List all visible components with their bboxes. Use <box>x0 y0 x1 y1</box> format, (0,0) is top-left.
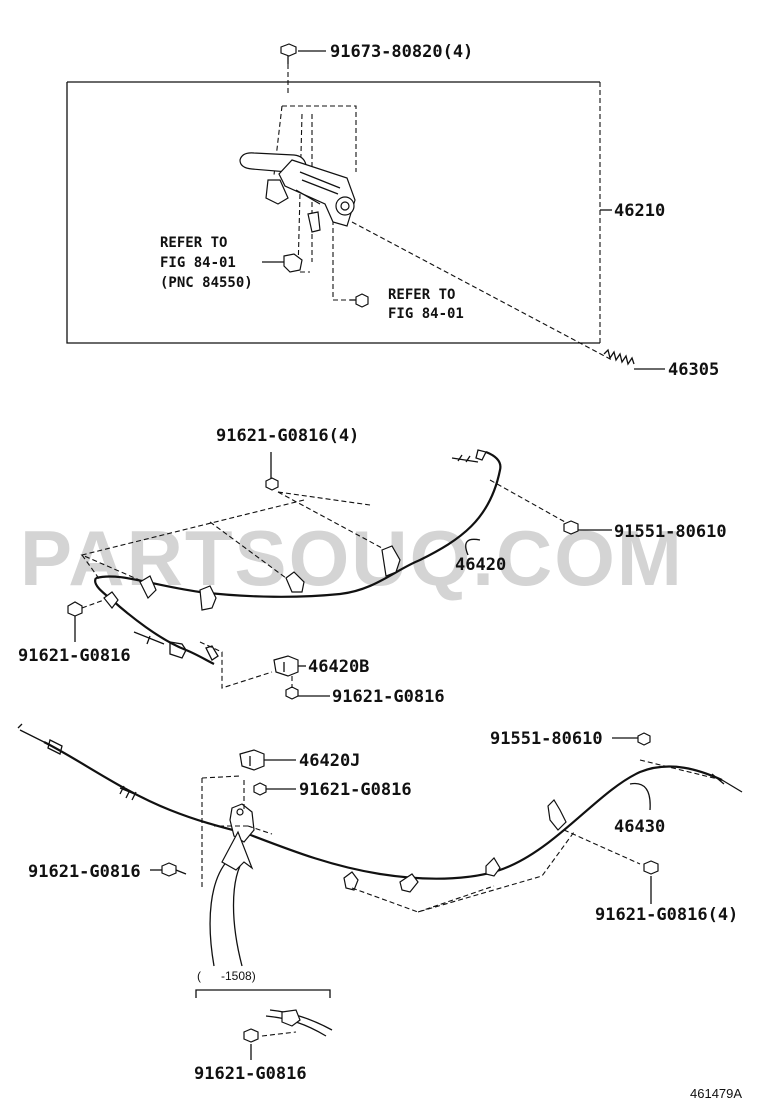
label-refer-to-1: REFER TO <box>160 235 227 251</box>
label-fig-2: FIG 84-01 <box>388 306 464 322</box>
label-91621-d: 91621-G0816 <box>299 780 412 800</box>
label-91551-a: 91551-80610 <box>614 522 727 542</box>
cable-46420-icon[interactable] <box>94 449 502 665</box>
label-91621-e: 91621-G0816 <box>28 862 141 882</box>
label-91621-b: 91621-G0816 <box>18 646 131 666</box>
inset-bracket-icon <box>281 1009 301 1027</box>
bolt-91621-c-icon[interactable] <box>285 686 299 700</box>
bolt-91621-f-icon[interactable] <box>643 860 659 875</box>
inset-detail <box>195 989 333 1060</box>
label-91621-f: 91621-G0816(4) <box>595 905 738 925</box>
label-91673: 91673-80820(4) <box>330 42 473 62</box>
bolt-91551-a-icon[interactable] <box>563 520 579 535</box>
label-91621-c: 91621-G0816 <box>332 687 445 707</box>
lever-dash-spring <box>351 221 613 361</box>
bolt-refer-2-icon <box>355 293 369 308</box>
figure-id: 461479A <box>690 1086 742 1101</box>
inset-bracket <box>195 989 331 998</box>
label-fig-1: FIG 84-01 <box>160 255 236 271</box>
clamp-46420J-icon[interactable] <box>239 749 265 771</box>
bolt-91673-icon[interactable] <box>280 43 297 64</box>
lever-assembly-section: 91673-80820(4) 46210 REFER TO FIG 84-01 … <box>66 42 719 380</box>
cable-46430-dash-lines <box>201 759 723 913</box>
bolt-91621-b-icon[interactable] <box>67 601 83 617</box>
cable-46430-icon[interactable] <box>17 723 743 893</box>
cable-46430-section: 91551-80610 46420J 91621-G0816 46430 916… <box>17 723 743 1084</box>
label-46430: 46430 <box>614 817 665 837</box>
cable-46420-dash-lines <box>80 479 566 689</box>
clamp-46420B-icon[interactable] <box>273 655 299 677</box>
label-refer-to-2: REFER TO <box>388 287 455 303</box>
label-91551-b: 91551-80610 <box>490 729 603 749</box>
label-46420J: 46420J <box>299 751 360 771</box>
assembly-box <box>66 81 600 344</box>
label-46420B: 46420B <box>308 657 369 677</box>
view-arrow-icon <box>209 830 254 967</box>
watermark: PARTSOUQ.COM <box>20 514 684 602</box>
label-91621-g: 91621-G0816 <box>194 1064 307 1084</box>
lever-dash-lines <box>273 105 357 273</box>
spring-46305-icon[interactable] <box>603 348 635 366</box>
bolt-91551-b-icon[interactable] <box>637 732 651 746</box>
label-46420: 46420 <box>455 555 506 575</box>
bolt-91621-g-icon[interactable] <box>243 1028 259 1043</box>
bolt-91621-d-icon[interactable] <box>253 782 267 796</box>
dash-91621-b <box>81 599 105 609</box>
inset-cable <box>265 1009 333 1037</box>
label-46305: 46305 <box>668 360 719 380</box>
cable-46420-section: 91621-G0816(4) 91551-80610 46420 91621-G… <box>18 426 727 707</box>
bolt-91621-a-icon[interactable] <box>265 477 279 491</box>
label-pnc-1: (PNC 84550) <box>160 275 253 291</box>
bolt-91621-e-icon[interactable] <box>161 862 187 877</box>
label-91621-a: 91621-G0816(4) <box>216 426 359 446</box>
label-date-range: ( -1508) <box>197 969 256 983</box>
label-46210: 46210 <box>614 201 665 221</box>
leader-46420 <box>465 538 481 556</box>
parking-brake-lever-icon[interactable] <box>239 152 356 233</box>
clip-84550-icon <box>283 253 303 273</box>
inset-dash <box>261 1031 297 1037</box>
leader-46430 <box>629 782 651 811</box>
lever-dash-bolt <box>332 220 356 301</box>
